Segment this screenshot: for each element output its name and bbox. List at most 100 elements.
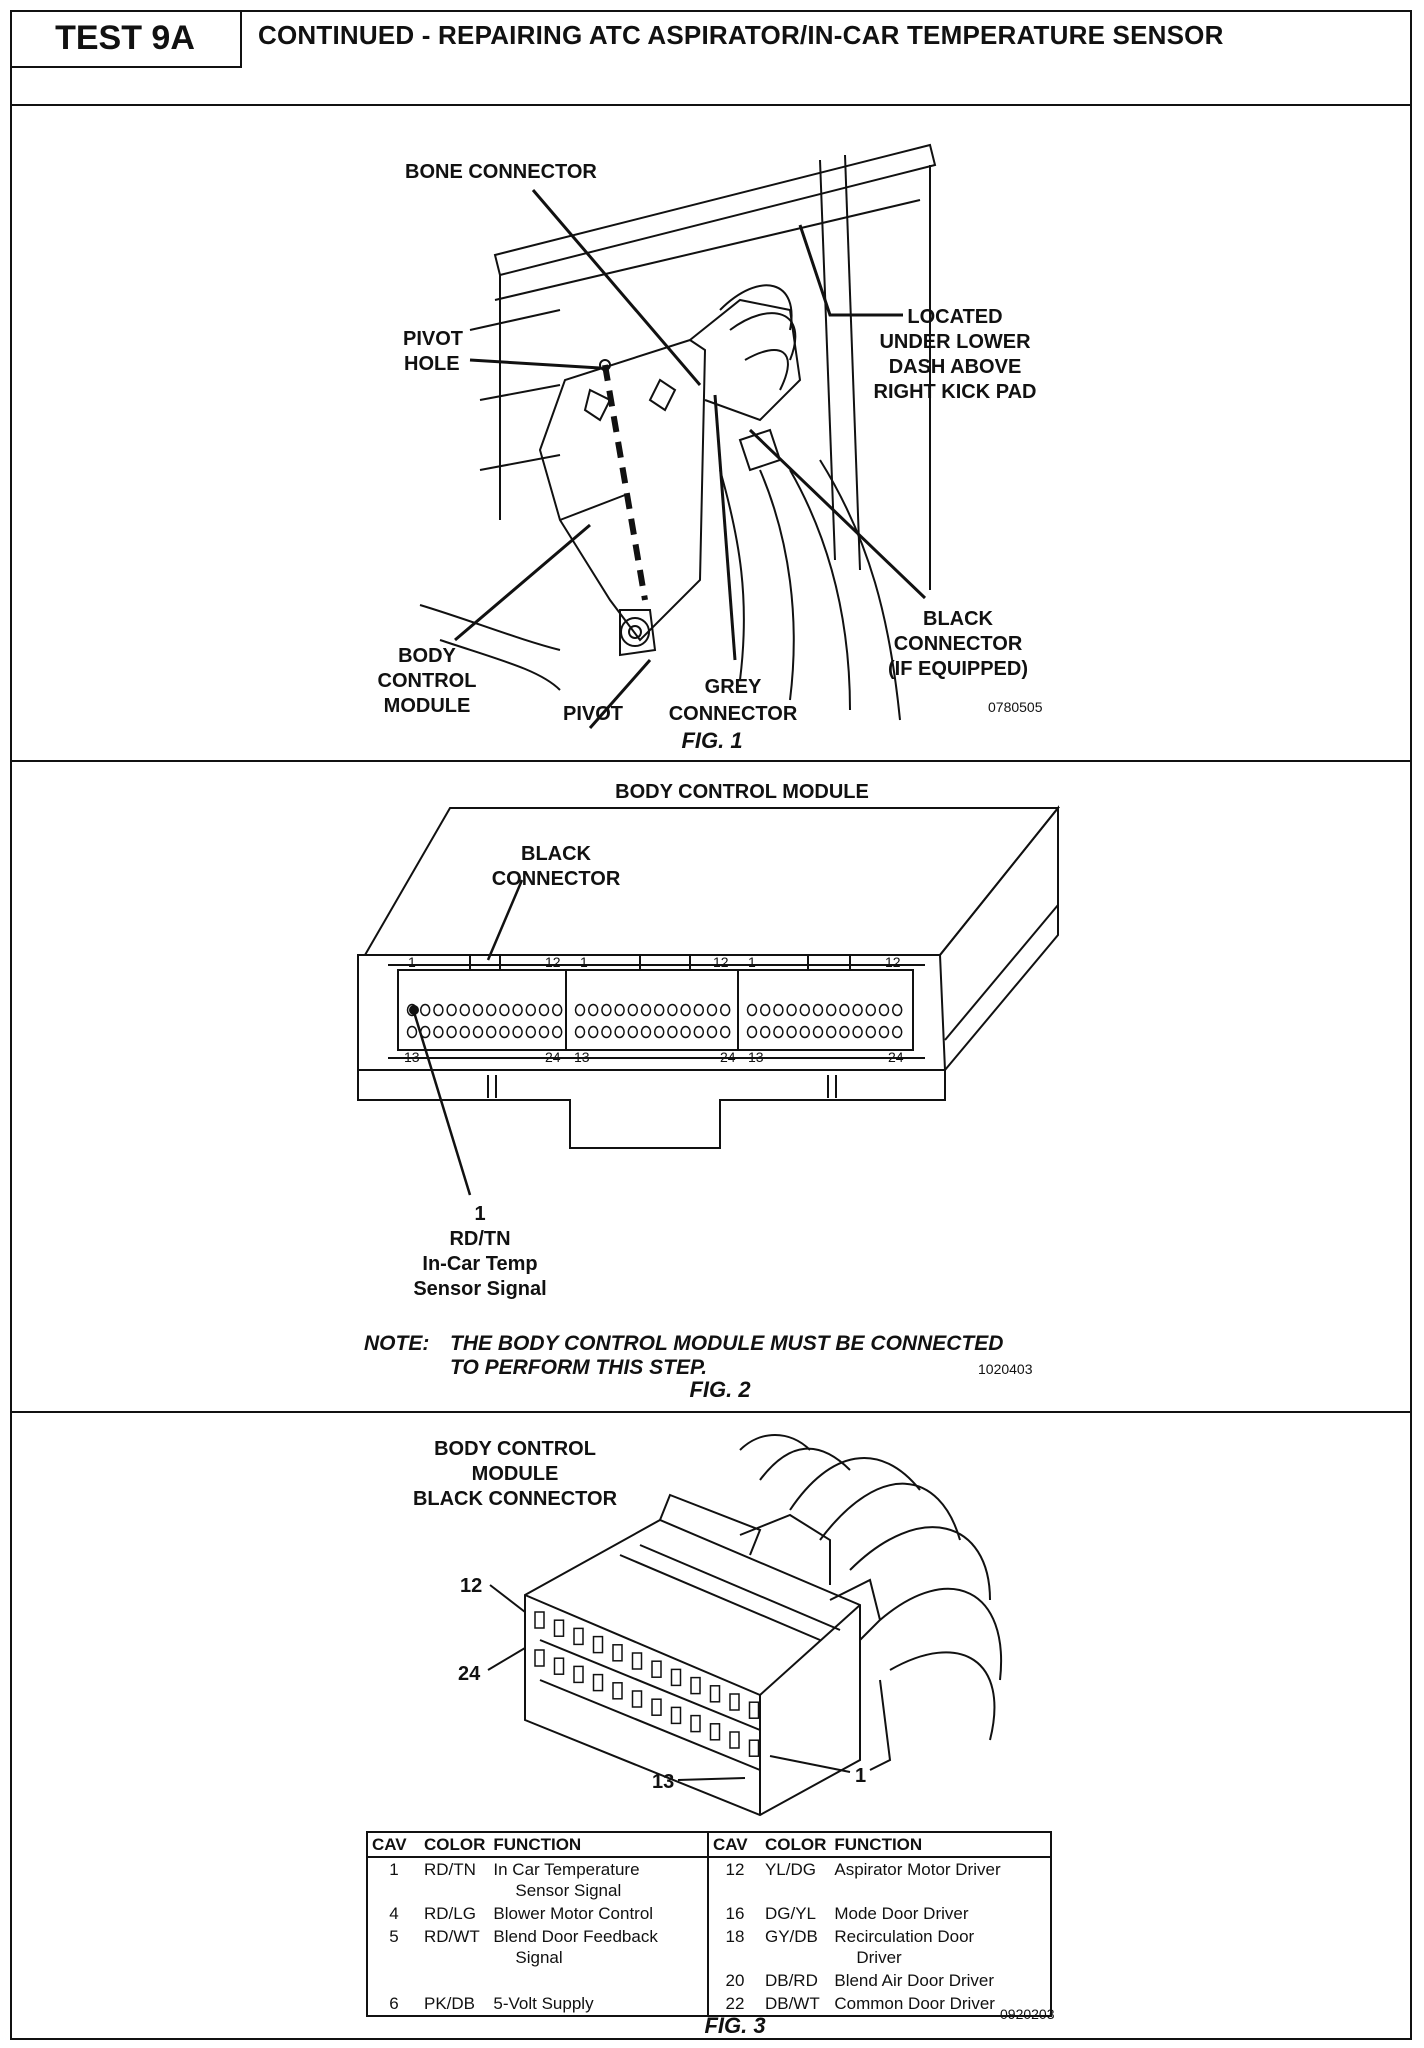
label-located-3: DASH ABOVE <box>889 356 1022 378</box>
fig1-leaders <box>454 189 927 729</box>
pin-cavity <box>865 1025 877 1039</box>
fig3-title-1: BODY CONTROL <box>434 1438 596 1460</box>
table-row: 6 PK/DB 5-Volt Supply 22 DB/WT Common Do… <box>368 1992 1050 2015</box>
label-located-2: UNDER LOWER <box>879 331 1031 353</box>
cell-color: YL/DG <box>764 1860 816 1879</box>
cell-function: Mode Door Driver <box>834 1904 969 1923</box>
pin-cavity <box>640 1003 652 1017</box>
connector-cavity <box>748 1701 760 1719</box>
pin-cavity <box>587 1003 599 1017</box>
cell-cav: 18 <box>725 1927 745 1946</box>
fig2-labels: BODY CONTROL MODULE BLACK CONNECTOR 1 RD… <box>364 781 1033 1402</box>
pin-cavity <box>653 1003 665 1017</box>
pin-cavity <box>525 1003 537 1017</box>
pin-cavity <box>891 1003 903 1017</box>
pin-cavity <box>786 1003 797 1017</box>
pin-cavity <box>601 1003 612 1017</box>
cell-cav: 16 <box>725 1904 745 1923</box>
label-black-connector-1: BLACK <box>923 608 994 630</box>
pin-cavity <box>614 1025 625 1039</box>
label-pivot: PIVOT <box>563 703 623 725</box>
divider-header <box>10 104 1412 106</box>
fig1-caption: FIG. 1 <box>681 728 742 753</box>
cell-cav: 1 <box>389 1860 399 1879</box>
connector-cavity <box>612 1682 623 1700</box>
pin-cavity <box>406 1025 418 1039</box>
fig3-title-3: BLACK CONNECTOR <box>413 1488 618 1510</box>
pin-cavity <box>538 1025 550 1039</box>
table-row: 20 DB/RD Blend Air Door Driver <box>368 1969 1050 1992</box>
pin-cavity <box>551 1003 563 1017</box>
cell-color: DB/WT <box>764 1994 820 2013</box>
note-text-1: THE BODY CONTROL MODULE MUST BE CONNECTE… <box>450 1332 1003 1355</box>
cell-cav: 12 <box>725 1860 745 1879</box>
pin-cavity <box>574 1003 586 1017</box>
pin-top-1a: 1 <box>408 954 416 970</box>
connector-cavity <box>612 1644 623 1662</box>
pin-cavity <box>825 1025 837 1039</box>
fig3-pin-13: 13 <box>652 1771 674 1793</box>
cell-function: Blend Air Door Driver <box>834 1971 995 1990</box>
pin-cavity <box>538 1003 550 1017</box>
pin-cavity <box>825 1003 837 1017</box>
pin-cavity <box>693 1025 705 1039</box>
connector-cavity <box>534 1611 545 1629</box>
label-black-connector-2: CONNECTOR <box>894 633 1023 655</box>
connector-cavity <box>631 1652 643 1670</box>
pin-cavity <box>839 1003 850 1017</box>
fig2-black-connector-2: CONNECTOR <box>492 868 621 890</box>
cell-function-line2: Driver <box>856 1948 902 1967</box>
pin-cavity <box>667 1003 678 1017</box>
pin-cavity <box>499 1025 510 1039</box>
fig3-title-2: MODULE <box>472 1463 559 1485</box>
connector-cavity <box>592 1673 604 1692</box>
cell-color <box>420 1969 489 1992</box>
pin-cavity <box>525 1025 537 1039</box>
label-bcm-2: CONTROL <box>378 670 477 692</box>
note-text-2: TO PERFORM THIS STEP. <box>450 1356 707 1379</box>
fig3-cavities <box>534 1611 760 1757</box>
pin-cavity <box>446 1003 457 1017</box>
fig2-leaders <box>412 879 524 1196</box>
cell-function-line2: Signal <box>515 1948 563 1967</box>
connector-cavity <box>553 1657 565 1675</box>
pin-cavity <box>799 1025 811 1039</box>
label-pivot-hole-2: HOLE <box>404 353 460 375</box>
callout-pin: 1 <box>474 1203 485 1225</box>
pin-bot-13c: 13 <box>748 1049 764 1065</box>
connector-cavity <box>670 1668 682 1687</box>
callout-function-2: Sensor Signal <box>413 1278 546 1300</box>
fig2-pins <box>406 1003 903 1039</box>
pin-cavity <box>693 1003 705 1017</box>
label-black-connector-3: (IF EQUIPPED) <box>888 658 1028 680</box>
col-color-left: COLOR <box>420 1833 490 1858</box>
fig2-pin-numbers: 1 12 1 12 1 12 13 24 13 24 13 24 <box>404 954 904 1065</box>
fig3-pin-24: 24 <box>458 1663 481 1685</box>
cell-function-line: Recirculation Door <box>834 1927 975 1946</box>
cell-color: RD/LG <box>424 1904 476 1923</box>
cell-color: DB/RD <box>764 1971 818 1990</box>
col-function-right: FUNCTION <box>830 1833 1050 1858</box>
cell-function: 5-Volt Supply <box>489 1992 709 2015</box>
label-located-1: LOCATED <box>907 306 1002 328</box>
cell-function: Blower Motor Control <box>489 1902 709 1925</box>
pin-cavity <box>812 1025 824 1039</box>
pin-cavity <box>812 1003 824 1017</box>
pin-bot-13a: 13 <box>404 1049 420 1065</box>
divider-fig2 <box>10 1411 1412 1413</box>
cell-color: GY/DB <box>764 1927 818 1946</box>
cell-color: DG/YL <box>764 1904 816 1923</box>
pin-cavity <box>667 1025 678 1039</box>
table-row: 4 RD/LG Blower Motor Control 16 DG/YL Mo… <box>368 1902 1050 1925</box>
col-cav-right: CAV <box>707 1833 761 1858</box>
col-cav-left: CAV <box>368 1833 420 1858</box>
pin-cavity <box>459 1003 471 1017</box>
label-grey-connector-2: CONNECTOR <box>669 703 798 725</box>
fig3-connector <box>524 1434 1003 1817</box>
fig3-pin-12: 12 <box>460 1575 482 1597</box>
pin-cavity <box>746 1025 758 1039</box>
